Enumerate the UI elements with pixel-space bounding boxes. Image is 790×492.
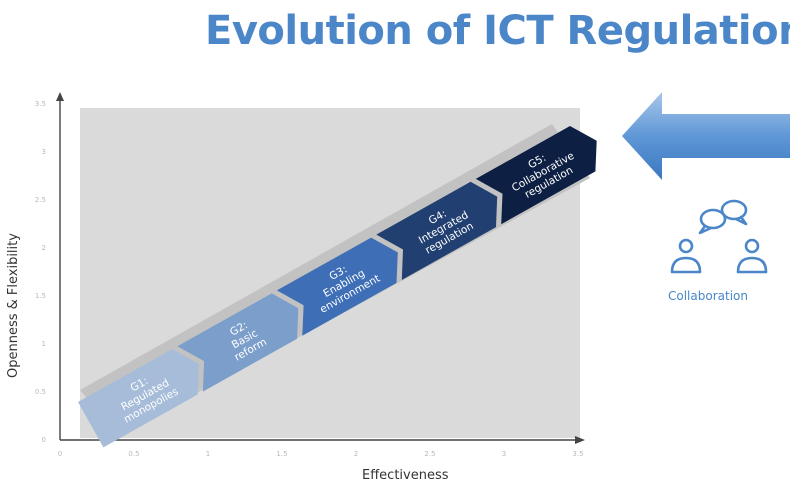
x-tick-label: 1.5 bbox=[276, 450, 287, 458]
y-axis-label: Openness & Flexibility bbox=[6, 233, 21, 378]
stage-chevron bbox=[177, 293, 299, 392]
y-tick-label: 2.5 bbox=[35, 196, 46, 204]
y-tick-label: 0 bbox=[42, 436, 46, 444]
x-tick-label: 0 bbox=[58, 450, 62, 458]
x-tick-label: 2.5 bbox=[424, 450, 435, 458]
stage-chevron bbox=[376, 181, 498, 280]
y-axis-arrowhead bbox=[56, 92, 64, 101]
x-tick-label: 3 bbox=[502, 450, 506, 458]
x-axis-label: Effectiveness bbox=[362, 468, 449, 483]
x-tick-label: 1 bbox=[206, 450, 210, 458]
page-title: Evolution of ICT Regulation bbox=[205, 8, 790, 54]
people-chatting-icon bbox=[670, 199, 768, 274]
x-axis-arrowhead bbox=[575, 436, 585, 444]
y-tick-label: 1 bbox=[42, 340, 46, 348]
y-tick-label: 0.5 bbox=[35, 388, 46, 396]
x-tick-label: 3.5 bbox=[572, 450, 583, 458]
y-tick-label: 1.5 bbox=[35, 292, 46, 300]
arrow-left-icon bbox=[622, 92, 790, 180]
stage-chevron bbox=[276, 237, 398, 336]
y-tick-label: 2 bbox=[42, 244, 46, 252]
y-tick-label: 3 bbox=[42, 148, 46, 156]
stage-chevron bbox=[78, 349, 199, 448]
x-tick-label: 2 bbox=[354, 450, 358, 458]
stage-chevron bbox=[475, 126, 597, 225]
collaboration-label: Collaboration bbox=[668, 289, 748, 303]
y-tick-label: 3.5 bbox=[35, 100, 46, 108]
x-tick-label: 0.5 bbox=[128, 450, 139, 458]
